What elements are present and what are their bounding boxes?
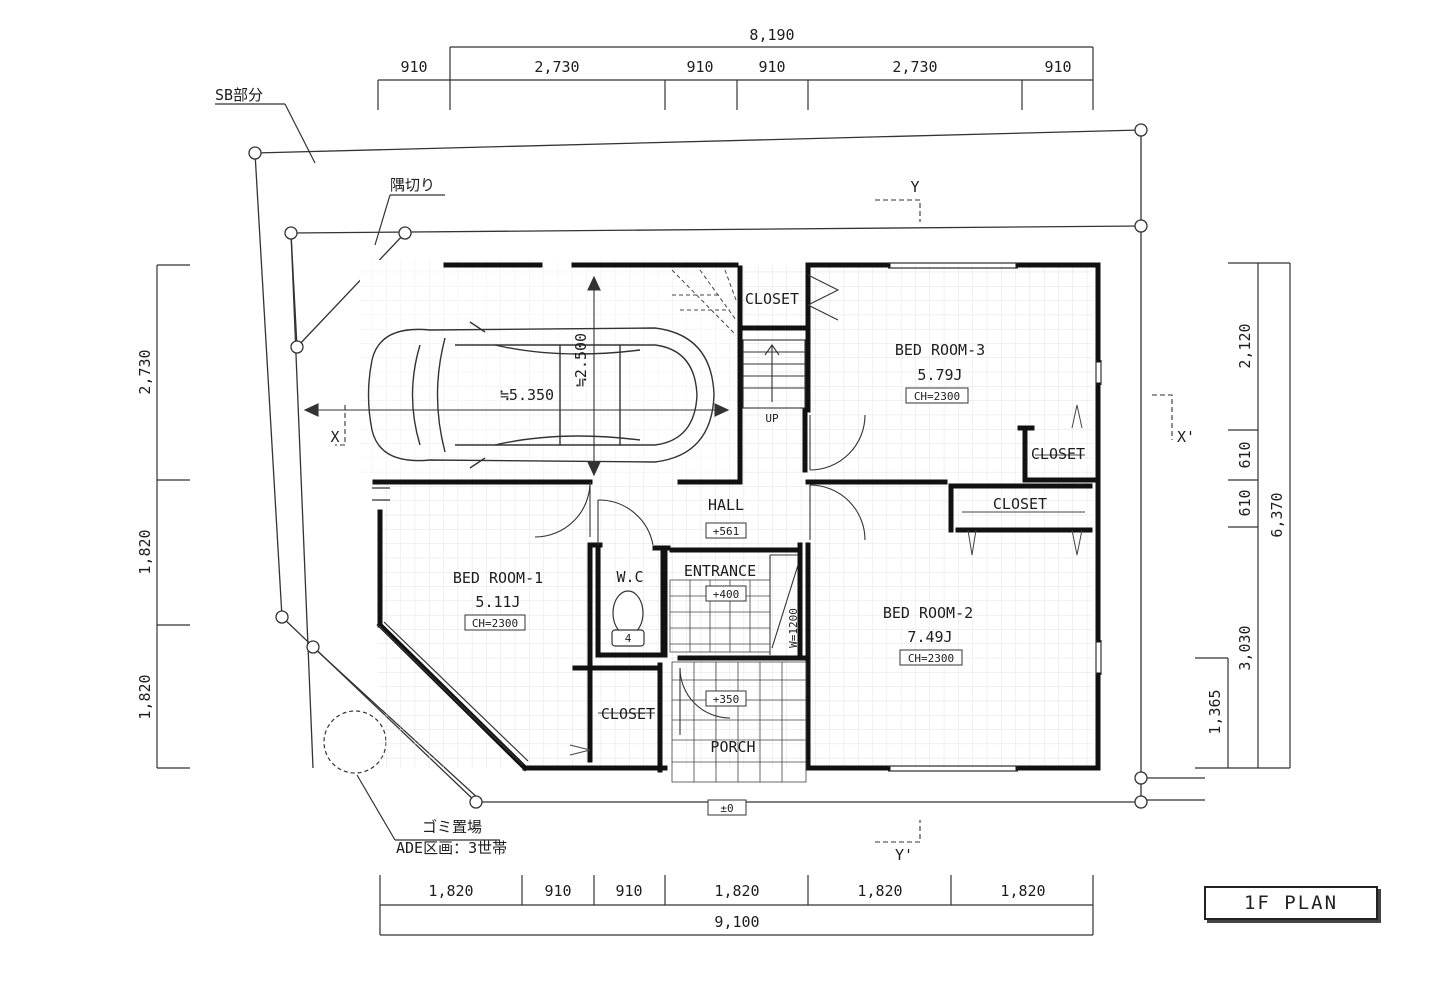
dim-bottom-5: 1,820 (857, 882, 902, 900)
site-boundary (254, 129, 1205, 803)
dim-left-1: 2,730 (136, 349, 154, 394)
garbage-area-circle (323, 710, 387, 774)
sb-label: SB部分 (215, 86, 263, 104)
bed3-area: 5.79J (917, 366, 962, 384)
ground-level: ±0 (720, 802, 733, 815)
section-y2-label: Y' (895, 846, 913, 864)
entrance-porch-tiles (669, 579, 807, 783)
porch-name: PORCH (710, 738, 755, 756)
top-dimension-lines (377, 46, 1094, 110)
car-outline (367, 321, 715, 469)
closet-bed1-label: CLOSET (601, 705, 655, 723)
annotation-leaders (215, 103, 500, 841)
entrance-level: +400 (713, 588, 740, 601)
dim-top-5: 2,730 (892, 58, 937, 76)
wc-name: W.C (616, 568, 643, 586)
bed1-area: 5.11J (475, 593, 520, 611)
dim-top-2: 2,730 (534, 58, 579, 76)
bed1-name: BED ROOM-1 (453, 569, 543, 587)
bed3-ch: CH=2300 (914, 390, 960, 403)
bed2-ch: CH=2300 (908, 652, 954, 665)
dim-bottom-3: 910 (615, 882, 642, 900)
dim-right-a1: 2,120 (1236, 323, 1254, 368)
dim-right-a4: 1,365 (1206, 689, 1224, 734)
dim-left-2: 1,820 (136, 529, 154, 574)
garbage-label: ゴミ置場 (422, 818, 482, 836)
closet-right-label: CLOSET (993, 495, 1047, 513)
dim-bottom-total: 9,100 (714, 913, 759, 931)
stair-width-label: W=1200 (787, 608, 800, 648)
dim-top-3: 910 (686, 58, 713, 76)
bottom-dimension-lines (379, 875, 1094, 936)
bed1-ch: CH=2300 (472, 617, 518, 630)
dim-top-6: 910 (1044, 58, 1071, 76)
car-length-label: ≒5.350 (500, 386, 554, 404)
entrance-name: ENTRANCE (684, 562, 756, 580)
dim-bottom-6: 1,820 (1000, 882, 1045, 900)
toilet-fixture-label: 4 (625, 632, 632, 645)
dim-top-1: 910 (400, 58, 427, 76)
left-dimension-lines (156, 264, 190, 769)
boundary-markers (248, 123, 1148, 809)
hall-level: +561 (713, 525, 740, 538)
up-label: UP (765, 412, 779, 425)
dim-top-4: 910 (758, 58, 785, 76)
dim-right-a3: 610 (1236, 489, 1254, 516)
dim-top-total: 8,190 (749, 26, 794, 44)
dim-right-a2: 610 (1236, 441, 1254, 468)
dim-bottom-1: 1,820 (428, 882, 473, 900)
bed3-name: BED ROOM-3 (895, 341, 985, 359)
section-x-label: X (330, 428, 339, 446)
closet-top-label: CLOSET (745, 290, 799, 308)
section-y-label: Y (910, 178, 919, 196)
door-swings (534, 274, 866, 735)
right-dimension-lines (1195, 262, 1291, 769)
dim-right-b1: 3,030 (1236, 625, 1254, 670)
dim-right-b2: 6,370 (1268, 492, 1286, 537)
toilet-fixture (611, 590, 645, 647)
hall-name: HALL (708, 496, 744, 514)
ade-label: ADE区画：3世帯 (396, 839, 507, 857)
car-dimension-arrows (303, 275, 730, 477)
section-markers (335, 199, 1173, 843)
dim-left-3: 1,820 (136, 674, 154, 719)
dim-bottom-4: 1,820 (714, 882, 759, 900)
bed2-name: BED ROOM-2 (883, 604, 973, 622)
car-width-label: ≒2.500 (572, 333, 590, 387)
bed2-area: 7.49J (907, 628, 952, 646)
dim-bottom-2: 910 (544, 882, 571, 900)
stair-dashed (671, 269, 737, 336)
closet-right-top-label: CLOSET (1031, 445, 1085, 463)
plan-title: 1F PLAN (1204, 886, 1378, 920)
corner-cut-label: 隅切り (390, 176, 435, 194)
section-x2-label: X' (1177, 428, 1195, 446)
windows (372, 262, 1102, 772)
closet-hangers (569, 404, 1085, 756)
porch-level: +350 (713, 693, 740, 706)
